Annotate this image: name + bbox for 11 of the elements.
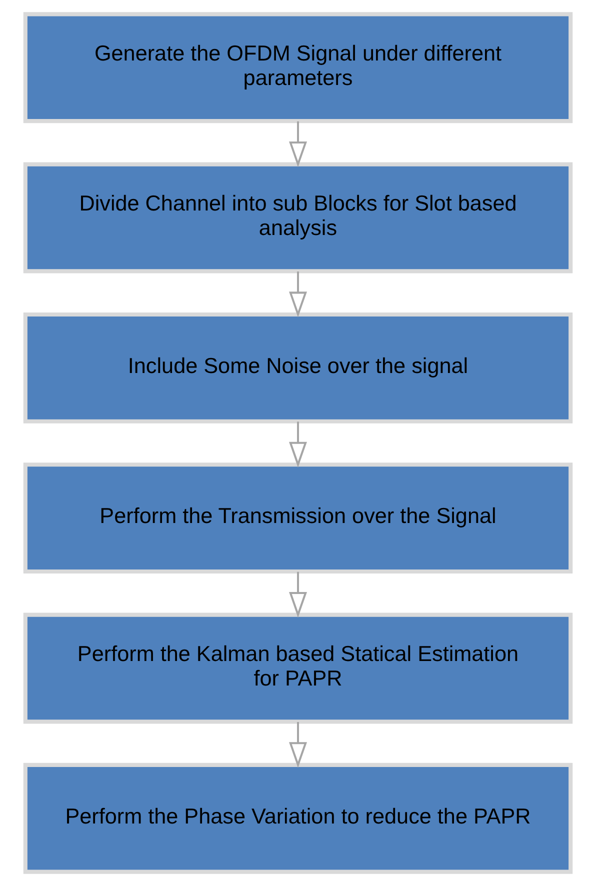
node-box: Perform the Transmission over the Signal <box>23 462 573 574</box>
arrow <box>289 572 307 618</box>
arrow <box>289 422 307 468</box>
node-box: Perform the Kalman based Statical Estimation for PAPR <box>23 612 573 724</box>
node-box: Include Some Noise over the signal <box>23 312 573 424</box>
arrow <box>289 272 307 318</box>
arrow <box>289 121 307 168</box>
node-box: Generate the OFDM Signal under different parameters <box>23 12 573 124</box>
arrow <box>289 722 307 768</box>
node-box: Divide Channel into sub Blocks for Slot based analysis <box>23 162 573 274</box>
node-box: Perform the Phase Variation to reduce the PAPR <box>23 762 573 874</box>
